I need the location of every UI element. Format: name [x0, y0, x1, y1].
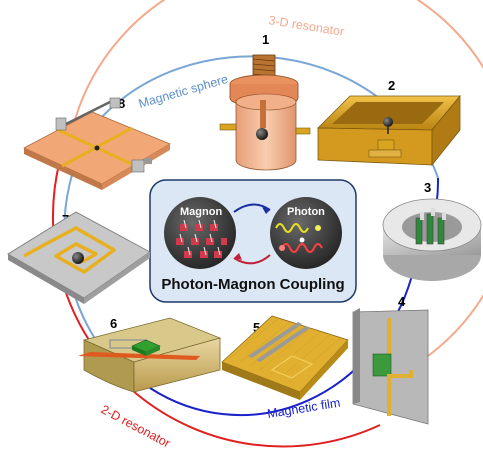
device-3-ring-resonator: 3	[382, 180, 482, 281]
coupling-arrows	[233, 203, 271, 265]
device-8-number: 8	[118, 96, 125, 111]
photon-label: Photon	[287, 206, 325, 218]
device-4-magnetic-film-plate: 4	[352, 294, 429, 425]
label-magnetic-film: Magnetic film	[266, 396, 341, 421]
label-3d-resonator: 3-D resonator	[268, 13, 346, 39]
device-2-number: 2	[388, 78, 395, 93]
device-4-number: 4	[398, 294, 406, 309]
magnon-label: Magnon	[180, 206, 222, 218]
device-5-number: 5	[253, 320, 260, 335]
device-1-cylindrical-cavity: 1	[219, 32, 311, 171]
center-title: Photon-Magnon Coupling	[161, 276, 344, 293]
device-2-rectangular-cavity: 2	[317, 78, 461, 167]
device-6-number: 6	[110, 316, 117, 331]
device-8-cross-line-board: 8	[23, 96, 171, 190]
label-magnetic-sphere: Magnetic sphere	[137, 72, 230, 111]
device-3-number: 3	[424, 180, 431, 195]
arc-3d-resonator	[69, 0, 483, 362]
device-7-spiral-resonator: 7	[7, 211, 151, 304]
magnon-bubble: Magnon	[164, 197, 236, 269]
photon-bubble: Photon	[270, 197, 342, 269]
device-6-flip-chip: 6	[78, 316, 222, 393]
label-2d-resonator: 2-D resonator	[99, 402, 173, 450]
device-5-planar-chip: 5	[221, 315, 349, 400]
center-panel: Magnon Photon	[149, 179, 357, 303]
device-1-number: 1	[262, 32, 269, 47]
